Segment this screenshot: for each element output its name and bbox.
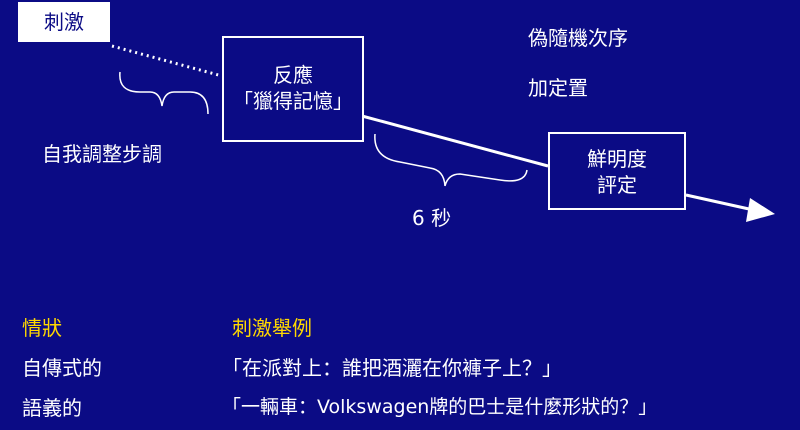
- brace-six-seconds-icon: [374, 133, 528, 187]
- stimulus-label: 刺激: [44, 10, 84, 34]
- row-condition: 語義的: [22, 396, 82, 420]
- response-box: 反應 「獵得記憶」: [222, 36, 364, 142]
- response-label-line2: 「獵得記憶」: [233, 89, 353, 113]
- rating-label-line1: 鮮明度: [587, 147, 647, 171]
- rating-box: 鮮明度 評定: [548, 132, 686, 210]
- rating-label-line2: 評定: [597, 173, 637, 197]
- counterbalanced-label: 加定置: [528, 76, 588, 100]
- six-seconds-label: 6 秒: [412, 206, 452, 230]
- stimulus-box: 刺激: [18, 2, 110, 42]
- dotted-connector: [111, 44, 223, 78]
- self-paced-label: 自我調整步調: [42, 142, 162, 166]
- header-condition: 情狀: [22, 316, 62, 340]
- rating-to-arrow-line: [685, 193, 759, 213]
- row-example: 「一輛車：Volkswagen牌的巴士是什麼形狀的？」: [222, 396, 658, 418]
- row-condition: 自傳式的: [22, 356, 102, 380]
- arrow-head-icon: [746, 198, 775, 222]
- response-to-rating-line: [361, 114, 549, 168]
- brace-self-paced-icon: [119, 71, 209, 115]
- response-label-line1: 反應: [273, 63, 313, 87]
- pseudo-random-label: 偽隨機次序: [528, 26, 628, 50]
- header-example: 刺激舉例: [232, 316, 312, 340]
- row-example: 「在派對上：誰把酒灑在你褲子上？」: [222, 356, 562, 380]
